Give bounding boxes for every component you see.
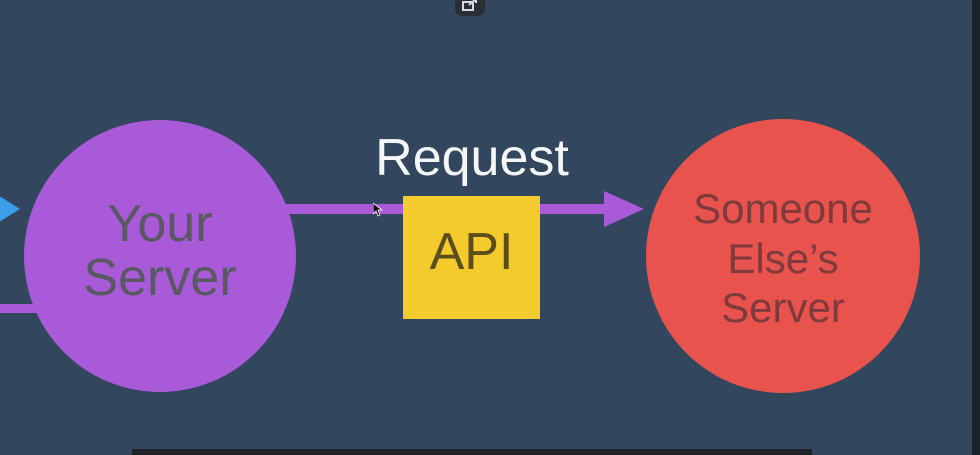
your-server-label: Your Server bbox=[40, 195, 280, 307]
your-server-label-line2: Server bbox=[83, 248, 237, 307]
popout-icon[interactable] bbox=[455, 0, 485, 16]
someone-else-label-line3: Server bbox=[721, 284, 845, 332]
api-label: API bbox=[429, 223, 514, 281]
someone-else-server-label: Someone Else’s Server bbox=[650, 184, 916, 333]
api-node bbox=[403, 196, 540, 319]
someone-else-label-line1: Someone bbox=[693, 185, 873, 232]
incoming-arrow-head bbox=[0, 196, 20, 222]
your-server-label-line1: Your bbox=[107, 195, 213, 253]
bottom-panel-edge bbox=[132, 449, 812, 455]
outgoing-line-left bbox=[0, 304, 45, 313]
someone-else-server-node bbox=[646, 119, 920, 393]
someone-else-label-line2: Else’s bbox=[727, 234, 839, 282]
your-server-node bbox=[24, 120, 296, 392]
request-arrow-head bbox=[604, 191, 644, 227]
mouse-pointer-icon bbox=[372, 202, 384, 222]
request-label: Request bbox=[375, 129, 569, 187]
window-edge bbox=[972, 0, 980, 455]
